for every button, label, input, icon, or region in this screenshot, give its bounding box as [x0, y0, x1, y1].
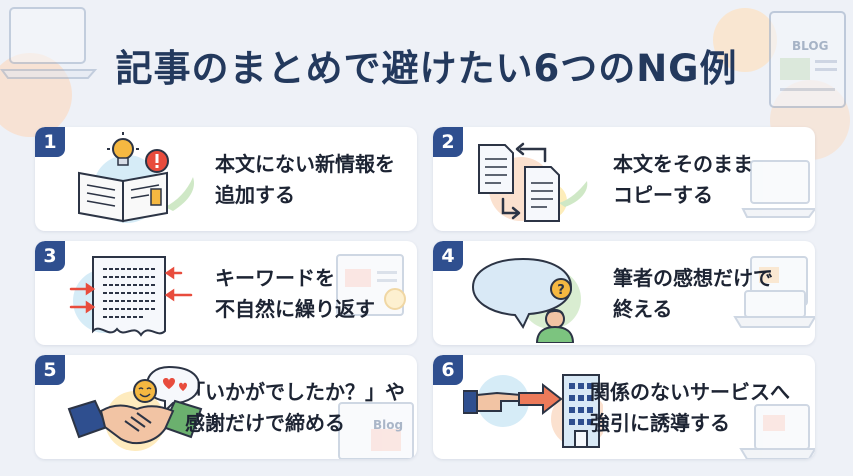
ng-card-6: 6 関係のないサービスへ 強引に誘導する — [433, 355, 815, 459]
item-text-line2: コピーする — [613, 183, 713, 207]
page-title: 記事のまとめで避けたい6つのNG例 — [115, 47, 738, 90]
background-blog-label: BLOG — [792, 39, 828, 53]
item-text-line1: 「いかがでしたか？」や — [185, 380, 405, 404]
ng-card-1: 1 本文にない新情報を 追加する — [35, 127, 417, 231]
book-lightbulb-illustration — [78, 132, 195, 223]
ng-card-2: 2 本文をそのまま コピーする — [433, 127, 815, 231]
laptop-decoration-icon — [739, 404, 815, 459]
lightbulb-icon — [107, 132, 139, 166]
copy-documents-illustration — [478, 142, 588, 222]
smile-icon — [133, 379, 157, 403]
item-text-line1: 筆者の感想だけで — [613, 266, 773, 290]
ng-card-4: ? 4 筆者の感想だけで 終える — [433, 241, 815, 345]
item-text-line2: 追加する — [215, 183, 295, 207]
ng-card-5: 5 「いかがでしたか？」や 感謝だけで締める Blog — [35, 355, 417, 459]
handshake-icon — [67, 399, 203, 445]
building-icon — [562, 374, 600, 448]
item-number: 2 — [433, 127, 463, 157]
ng-card-3: 3 キーワードを 不自然に繰り返す — [35, 241, 417, 345]
document-icon — [478, 144, 514, 194]
item-number: 3 — [35, 241, 65, 271]
question-icon: ? — [550, 278, 572, 300]
person-icon — [535, 309, 575, 343]
webpage-decoration-icon — [336, 254, 406, 316]
item-text: 本文にない新情報を 追加する — [215, 149, 395, 211]
item-text-line2: 強引に誘導する — [590, 411, 730, 435]
heart-icon — [163, 378, 187, 391]
laptop-decoration-icon — [733, 256, 815, 328]
arrow-icon — [69, 266, 193, 314]
item-text-line2: 不自然に繰り返す — [215, 297, 375, 321]
svg-text:?: ? — [557, 283, 565, 298]
blog-decoration-label: Blog — [373, 418, 404, 432]
item-text: 関係のないサービスへ 強引に誘導する — [590, 377, 790, 439]
item-text: キーワードを 不自然に繰り返す — [215, 263, 375, 325]
arrow-icon — [518, 382, 563, 416]
item-text: 筆者の感想だけで 終える — [613, 263, 773, 325]
document-icon — [524, 166, 560, 222]
item-text-line1: 本文にない新情報を — [215, 152, 395, 176]
pointing-hand-icon — [463, 390, 522, 414]
blog-decoration-icon — [338, 402, 414, 459]
item-text-line2: 終える — [613, 297, 673, 321]
blog-page-icon — [769, 11, 846, 108]
item-text: 本文をそのまま コピーする — [613, 149, 753, 211]
item-number: 4 — [433, 241, 463, 271]
item-number: 5 — [35, 355, 65, 385]
speech-bubble-person-illustration: ? — [471, 257, 581, 343]
item-text-line1: 関係のないサービスへ — [590, 380, 790, 404]
item-text: 「いかがでしたか？」や 感謝だけで締める — [185, 377, 405, 439]
laptop-icon — [0, 7, 98, 79]
pointing-hand-building-illustration — [463, 374, 603, 448]
repeated-keyword-document-illustration — [69, 256, 193, 337]
item-text-line1: キーワードを — [215, 266, 335, 290]
handshake-hearts-illustration — [67, 365, 203, 451]
item-number: 1 — [35, 127, 65, 157]
item-number: 6 — [433, 355, 463, 385]
exclamation-icon — [145, 149, 169, 173]
arrow-icon — [501, 142, 547, 220]
item-text-line2: 感謝だけで締める — [185, 411, 345, 435]
laptop-decoration-icon — [741, 160, 815, 218]
item-text-line1: 本文をそのまま — [613, 152, 753, 176]
